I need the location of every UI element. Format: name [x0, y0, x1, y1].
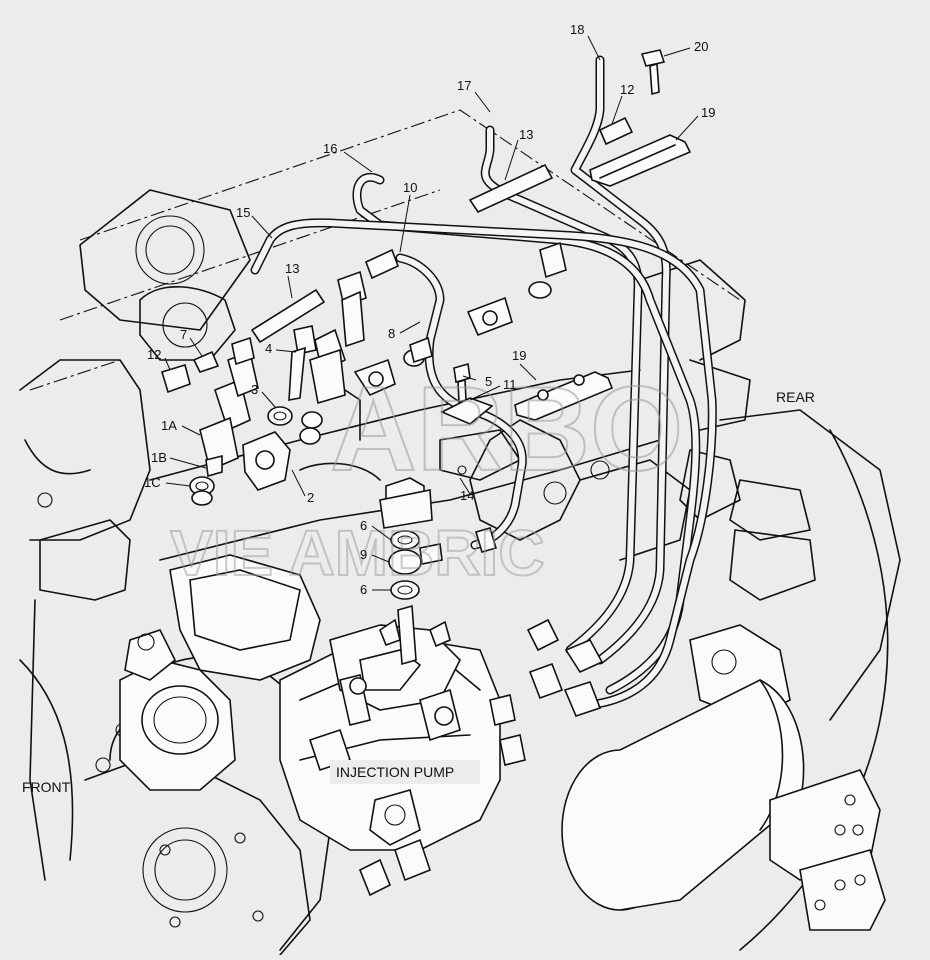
engine-block	[19, 109, 901, 956]
clamps-and-fasteners	[161, 49, 692, 600]
callout-12: 12	[620, 82, 634, 97]
callout-labels: 18 20 17 12 13 19 16 10 15 13 7 4 12 8 5…	[144, 22, 715, 597]
callout-6-lower: 6	[360, 582, 367, 597]
watermark: ARBO VIE AMBRIC	[169, 361, 684, 590]
callout-1a: 1A	[161, 418, 177, 433]
leader-lines	[164, 35, 699, 591]
callout-16: 16	[323, 141, 337, 156]
svg-text:ARBO: ARBO	[330, 362, 683, 496]
callout-12-left: 12	[147, 347, 161, 362]
callout-17: 17	[457, 78, 471, 93]
callout-5: 5	[485, 374, 492, 389]
callout-11: 11	[503, 377, 517, 392]
callout-18: 18	[570, 22, 584, 37]
callout-6-upper: 6	[360, 518, 367, 533]
callout-15: 15	[236, 205, 250, 220]
callout-10: 10	[403, 180, 417, 195]
callout-13-left: 13	[285, 261, 299, 276]
callout-4: 4	[265, 341, 272, 356]
callout-3: 3	[251, 382, 258, 397]
rear-label: REAR	[776, 389, 815, 405]
callout-2: 2	[307, 490, 314, 505]
callout-20: 20	[694, 39, 708, 54]
injection-pump	[119, 477, 526, 897]
callout-1c: 1C	[144, 475, 161, 490]
callout-1b: 1B	[151, 450, 167, 465]
callout-19: 19	[701, 105, 715, 120]
svg-text:VIE AMBRIC: VIE AMBRIC	[170, 517, 545, 589]
callout-7: 7	[180, 327, 187, 342]
callout-13: 13	[519, 127, 533, 142]
fuel-injection-pipes	[250, 55, 717, 717]
injection-pump-label: INJECTION PUMP	[336, 764, 454, 780]
front-label: FRONT	[22, 779, 71, 795]
callout-14: 14	[460, 488, 474, 503]
callout-8: 8	[388, 326, 395, 341]
starter-motor	[561, 624, 886, 931]
callout-19-lower: 19	[512, 348, 526, 363]
callout-9: 9	[360, 547, 367, 562]
